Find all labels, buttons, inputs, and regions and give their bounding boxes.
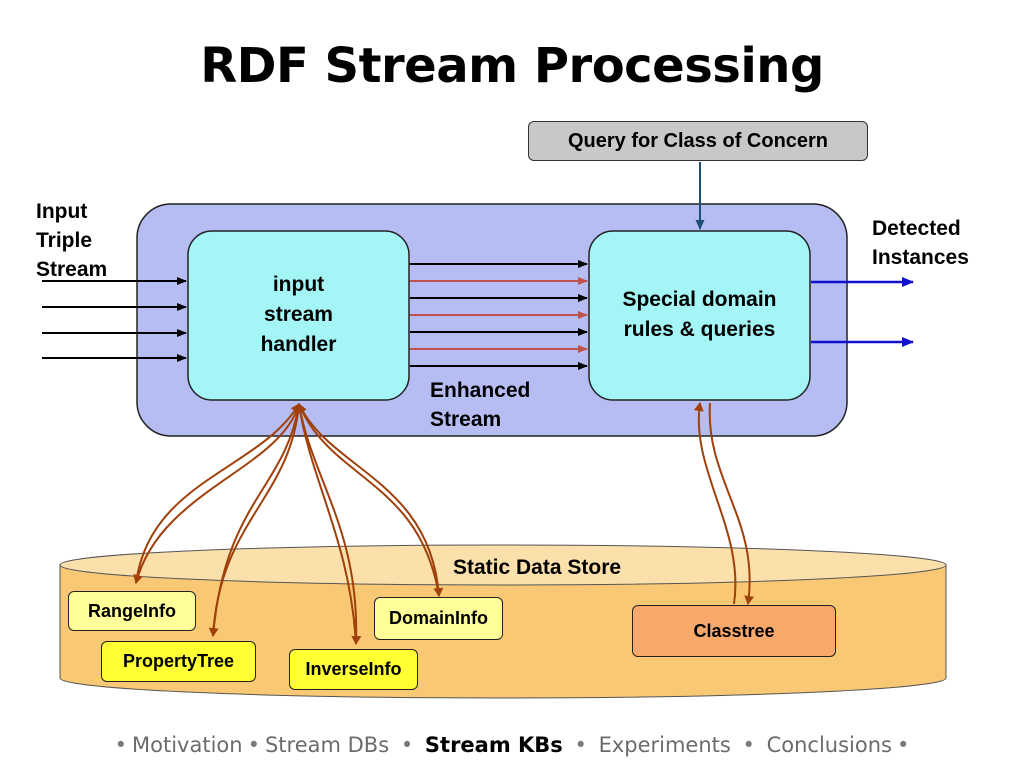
domain-rules-line-1: Special domain (622, 288, 777, 311)
nav-item-motivation[interactable]: Motivation (132, 733, 243, 757)
domain-info-label: DomainInfo (389, 608, 488, 628)
enhanced-stream-line-1: Enhanced (430, 379, 531, 402)
input-stream-arrows (42, 277, 187, 362)
inverse-info-box[interactable]: InverseInfo (289, 649, 418, 690)
enhanced-stream-label: Enhanced Stream (430, 376, 530, 434)
nav-item-stream-dbs[interactable]: Stream DBs (264, 733, 390, 757)
property-tree-box[interactable]: PropertyTree (101, 641, 256, 682)
domain-rules-line-2: rules & queries (623, 318, 776, 341)
input-stream-line-3: Stream (36, 258, 108, 281)
output-arrows (811, 277, 914, 347)
kb-arrows (133, 402, 755, 645)
handler-line-3: handler (260, 333, 337, 356)
query-label: Query for Class of Concern (567, 129, 829, 152)
handler-line-2: stream (264, 303, 333, 326)
detected-instances-label: Detected Instances (872, 214, 969, 272)
domain-rules-label: Special domain rules & queries (589, 285, 810, 345)
handler-line-1: input (272, 273, 325, 296)
enhanced-stream-arrows (410, 260, 588, 370)
slide-navigation: •Motivation•Stream DBs • Stream KBs • Ex… (0, 733, 1024, 757)
nav-bullet: • (896, 733, 910, 757)
input-stream-label: Input Triple Stream (36, 197, 107, 284)
input-stream-handler-box (187, 230, 410, 401)
classtree-label: Classtree (693, 620, 775, 641)
static-data-store-label: Static Data Store (453, 556, 622, 579)
range-info-box[interactable]: RangeInfo (68, 591, 196, 631)
property-tree-label: PropertyTree (122, 651, 235, 671)
detected-line-1: Detected (872, 217, 961, 240)
query-for-class-box[interactable]: Query for Class of Concern (528, 121, 868, 161)
nav-item-experiments[interactable]: Experiments (598, 733, 731, 757)
detected-line-2: Instances (872, 246, 969, 269)
nav-item-conclusions[interactable]: Conclusions (766, 733, 892, 757)
domain-info-box[interactable]: DomainInfo (374, 597, 503, 640)
nav-bullet: • (567, 733, 594, 757)
input-stream-line-1: Input (36, 200, 88, 223)
static-data-store (59, 544, 947, 699)
inverse-info-label: InverseInfo (305, 659, 402, 679)
range-info-label: RangeInfo (88, 600, 176, 621)
enhanced-stream-line-2: Stream (430, 408, 502, 431)
input-stream-line-2: Triple (36, 229, 93, 252)
nav-item-stream-kbs[interactable]: Stream KBs (424, 733, 563, 757)
nav-bullet: • (394, 733, 420, 757)
classtree-box[interactable]: Classtree (632, 605, 836, 657)
nav-bullet: • (247, 733, 260, 757)
nav-bullet: • (735, 733, 762, 757)
nav-bullet: • (114, 733, 128, 757)
input-stream-handler-label: input stream handler (188, 270, 409, 360)
slide-title: RDF Stream Processing (200, 38, 824, 94)
domain-rules-box (588, 230, 811, 401)
